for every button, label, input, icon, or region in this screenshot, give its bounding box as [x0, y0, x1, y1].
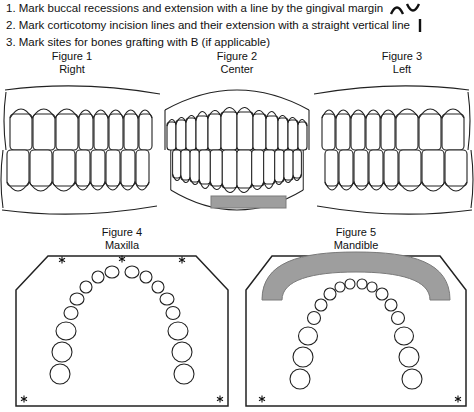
tooth	[174, 364, 194, 384]
graft-site-band	[262, 252, 450, 300]
tooth	[299, 327, 318, 345]
star-mark	[259, 396, 265, 403]
figure-number: Figure 4	[102, 226, 142, 239]
tooth	[290, 369, 310, 389]
instruction-text: 1. Mark buccal recessions and extension …	[6, 2, 383, 16]
instruction-text: 2. Mark corticotomy incision lines and t…	[6, 19, 410, 33]
tooth	[385, 299, 397, 311]
figure-number: Figure 5	[336, 226, 376, 239]
arc-up	[391, 7, 403, 14]
tooth	[308, 312, 321, 325]
tooth	[324, 288, 336, 300]
lower-jaw-front	[171, 150, 303, 210]
tooth	[367, 282, 377, 292]
figure-caption: Maxilla	[105, 239, 139, 252]
recession-symbol	[389, 2, 421, 16]
arch-frame	[16, 256, 228, 406]
tooth	[293, 347, 313, 367]
tooth	[172, 342, 192, 362]
star-mark	[179, 257, 185, 264]
tooth	[168, 322, 188, 340]
instruction-text: 3. Mark sites for bones grafting with B …	[6, 36, 270, 50]
tooth	[335, 282, 345, 292]
figure-number: Figure 3	[382, 50, 422, 63]
tooth	[105, 266, 119, 278]
tooth	[166, 307, 180, 320]
upper-jaw-front	[165, 90, 309, 150]
tooth	[70, 293, 84, 305]
tooth	[80, 281, 92, 293]
tooth	[395, 327, 414, 345]
tooth	[152, 281, 164, 293]
tooth	[402, 369, 422, 389]
star-mark	[455, 396, 461, 403]
left-side-view	[314, 86, 473, 214]
figure-caption: Right	[59, 63, 85, 76]
figure-caption: Mandible	[334, 239, 379, 252]
figure-caption: Left	[393, 63, 411, 76]
graft-site-bar	[211, 196, 286, 208]
star-mark	[119, 256, 125, 263]
vertical-bar	[419, 19, 421, 32]
tooth	[50, 364, 70, 384]
tooth	[56, 322, 76, 340]
tooth	[392, 312, 405, 325]
tooth	[64, 307, 78, 320]
arc-down	[407, 4, 419, 11]
tooth	[140, 271, 152, 283]
right-side-view	[1, 86, 160, 214]
figure-number: Figure 2	[217, 50, 257, 63]
tooth	[345, 279, 355, 289]
star-mark	[59, 257, 65, 264]
tooth	[357, 279, 367, 289]
tooth	[125, 266, 139, 278]
tooth	[160, 293, 174, 305]
tooth	[92, 271, 104, 283]
figure-caption: Center	[220, 63, 253, 76]
star-mark	[21, 396, 27, 403]
figure-number: Figure 1	[52, 50, 92, 63]
tooth	[52, 342, 72, 362]
tooth	[315, 299, 327, 311]
incision-symbol	[416, 18, 424, 33]
tooth	[376, 288, 388, 300]
tooth	[399, 347, 419, 367]
star-mark	[217, 396, 223, 403]
